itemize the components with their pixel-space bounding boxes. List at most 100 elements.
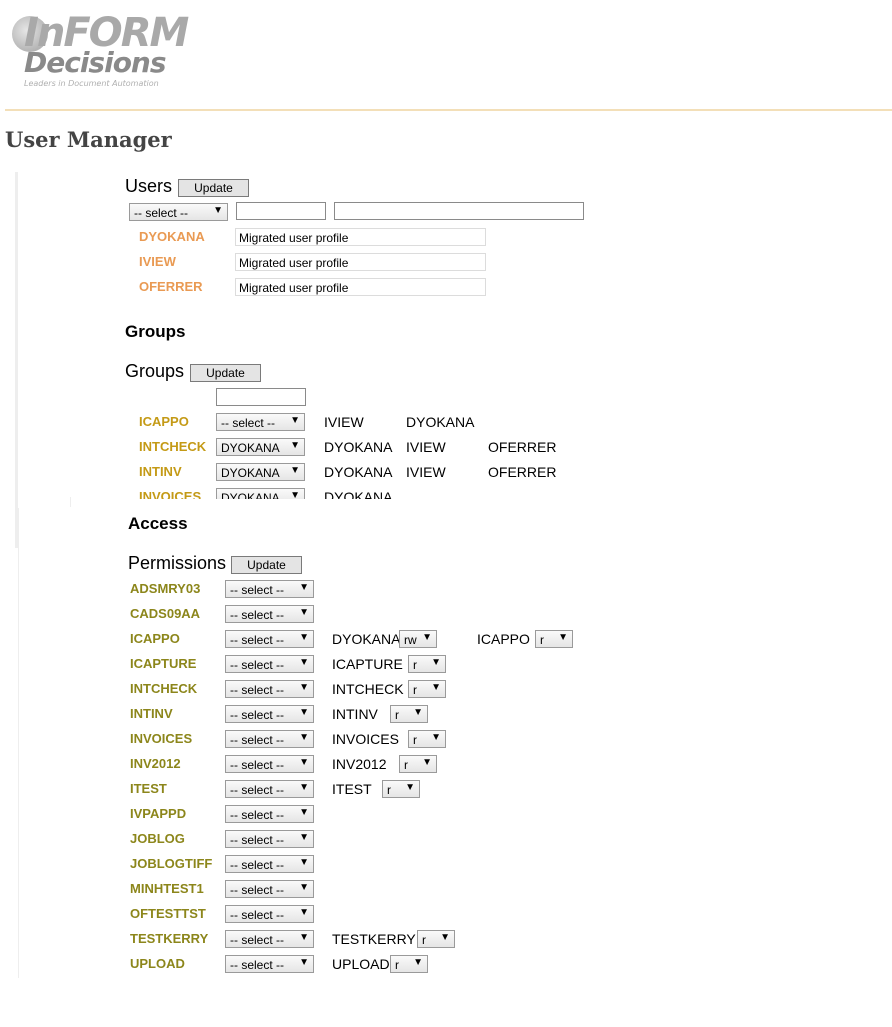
- group-member-select[interactable]: DYOKANA▼: [216, 438, 305, 456]
- grant-permission-select[interactable]: r▼: [408, 680, 446, 698]
- permission-select[interactable]: -- select -- ▼: [225, 830, 314, 848]
- permission-select[interactable]: -- select --▼: [225, 905, 314, 923]
- permission-select[interactable]: -- select --▼: [225, 705, 314, 723]
- permission-select[interactable]: -- select --▼: [225, 880, 314, 898]
- permission-name[interactable]: INTINV: [130, 706, 173, 721]
- permission-name[interactable]: ICAPTURE: [130, 656, 196, 671]
- dropdown-arrow-icon: ▼: [299, 632, 309, 643]
- permission-name[interactable]: INTCHECK: [130, 681, 197, 696]
- dropdown-arrow-icon: ▼: [299, 832, 309, 843]
- user-name[interactable]: IVIEW: [139, 254, 176, 269]
- permission-name[interactable]: ADSMRY03: [130, 581, 200, 596]
- dropdown-arrow-icon: ▼: [290, 465, 300, 476]
- groups-list: ICAPPO -- select -- ▼ IVIEW DYOKANA INTCHECK D…: [0, 380, 892, 499]
- grant-permission-select-value: r: [387, 783, 391, 797]
- user-select-value: -- select --: [134, 206, 188, 220]
- user-select[interactable]: -- select -- ▼: [129, 203, 228, 221]
- grant-permission-select[interactable]: r▼: [399, 755, 437, 773]
- page-title: User Manager: [5, 127, 172, 152]
- user-description-field[interactable]: Migrated user profile: [235, 253, 486, 271]
- grant-target: UPLOAD: [332, 956, 390, 972]
- grant-permission-select[interactable]: rw▼: [399, 630, 437, 648]
- group-member: IVIEW: [406, 439, 446, 455]
- dropdown-arrow-icon: ▼: [299, 782, 309, 793]
- grant-permission-select-value: r: [422, 933, 426, 947]
- group-member-select[interactable]: DYOKANA▼: [216, 488, 305, 499]
- permission-select[interactable]: -- select --▼: [225, 755, 314, 773]
- permission-name[interactable]: UPLOAD: [130, 956, 185, 971]
- permission-select-value: -- select --: [230, 833, 284, 847]
- group-member-select-value: DYOKANA: [221, 466, 280, 480]
- grant-permission-select-value: rw: [404, 633, 417, 647]
- permission-name[interactable]: OFTESTTST: [130, 906, 206, 921]
- permission-name[interactable]: JOBLOG: [130, 831, 185, 846]
- group-member: OFERRER: [488, 464, 556, 480]
- group-name[interactable]: ICAPPO: [139, 414, 189, 429]
- grant-permission-select[interactable]: r▼: [408, 655, 446, 673]
- users-label: Users: [125, 176, 172, 197]
- permission-name[interactable]: CADS09AA: [130, 606, 200, 621]
- permission-name[interactable]: JOBLOGTIFF: [130, 856, 212, 871]
- inform-decisions-logo: InFORM Decisions Leaders in Document Aut…: [12, 12, 182, 92]
- permission-name[interactable]: ITEST: [130, 781, 167, 796]
- permission-select[interactable]: -- select --▼: [225, 580, 314, 598]
- grant-permission-select-value: r: [395, 958, 399, 972]
- permission-select-value: -- select --: [230, 883, 284, 897]
- permission-select-value: -- select --: [230, 758, 284, 772]
- dropdown-arrow-icon: ▼: [299, 707, 309, 718]
- user-description-field[interactable]: Migrated user profile: [235, 278, 486, 296]
- dropdown-arrow-icon: ▼: [213, 205, 223, 216]
- group-member-select[interactable]: DYOKANA ▼: [216, 463, 305, 481]
- permission-select-value: -- select --: [230, 658, 284, 672]
- permission-select[interactable]: -- select --▼: [225, 930, 314, 948]
- permission-name[interactable]: TESTKERRY: [130, 931, 208, 946]
- logo-bottom-text: Decisions: [24, 48, 166, 78]
- dropdown-arrow-icon: ▼: [440, 932, 450, 943]
- permissions-update-button[interactable]: Update: [231, 556, 302, 574]
- dropdown-arrow-icon: ▼: [290, 415, 300, 426]
- grant-permission-select[interactable]: r▼: [535, 630, 573, 648]
- group-member-select[interactable]: -- select -- ▼: [216, 413, 305, 431]
- permission-name[interactable]: INV2012: [130, 756, 181, 771]
- dropdown-arrow-icon: ▼: [299, 732, 309, 743]
- permission-select[interactable]: -- select --▼: [225, 655, 314, 673]
- grant-permission-select[interactable]: r▼: [390, 955, 428, 973]
- permission-select-value: -- select --: [230, 683, 284, 697]
- permission-select-value: -- select --: [230, 908, 284, 922]
- group-member-select-value: -- select --: [221, 416, 275, 430]
- permission-select-value: -- select --: [230, 608, 284, 622]
- permission-select[interactable]: -- select --▼: [225, 855, 314, 873]
- permission-select[interactable]: -- select --▼: [225, 780, 314, 798]
- user-name[interactable]: DYOKANA: [139, 229, 205, 244]
- permission-select-value: -- select --: [230, 858, 284, 872]
- grant-permission-select[interactable]: r▼: [417, 930, 455, 948]
- group-name[interactable]: INTINV: [139, 464, 182, 479]
- permission-name[interactable]: ICAPPO: [130, 631, 180, 646]
- users-update-button[interactable]: Update: [178, 179, 249, 197]
- grant-permission-select[interactable]: r▼: [390, 705, 428, 723]
- group-name[interactable]: INVOICES: [139, 489, 201, 499]
- group-name[interactable]: INTCHECK: [139, 439, 206, 454]
- permission-select[interactable]: -- select --▼: [225, 630, 314, 648]
- permissions-label: Permissions: [128, 553, 226, 574]
- permission-name[interactable]: IVPAPPD: [130, 806, 186, 821]
- group-member-select-value: DYOKANA: [221, 491, 280, 499]
- user-name[interactable]: OFERRER: [139, 279, 203, 294]
- dropdown-arrow-icon: ▼: [558, 632, 568, 643]
- new-user-desc-input[interactable]: [334, 202, 584, 220]
- permission-select[interactable]: -- select --▼: [225, 730, 314, 748]
- permission-name[interactable]: MINHTEST1: [130, 881, 204, 896]
- permission-select[interactable]: -- select --▼: [225, 955, 314, 973]
- user-description-field[interactable]: Migrated user profile: [235, 228, 486, 246]
- header-divider: [5, 109, 892, 111]
- grant-permission-select[interactable]: r▼: [408, 730, 446, 748]
- permission-select[interactable]: -- select --▼: [225, 680, 314, 698]
- grant-target: ICAPPO: [477, 631, 530, 647]
- groups-heading: Groups: [125, 322, 185, 342]
- permission-select[interactable]: -- select --▼: [225, 805, 314, 823]
- grant-permission-select[interactable]: r▼: [382, 780, 420, 798]
- permission-select[interactable]: -- select --▼: [225, 605, 314, 623]
- permission-name[interactable]: INVOICES: [130, 731, 192, 746]
- new-user-name-input[interactable]: [236, 202, 326, 220]
- permission-select-value: -- select --: [230, 933, 284, 947]
